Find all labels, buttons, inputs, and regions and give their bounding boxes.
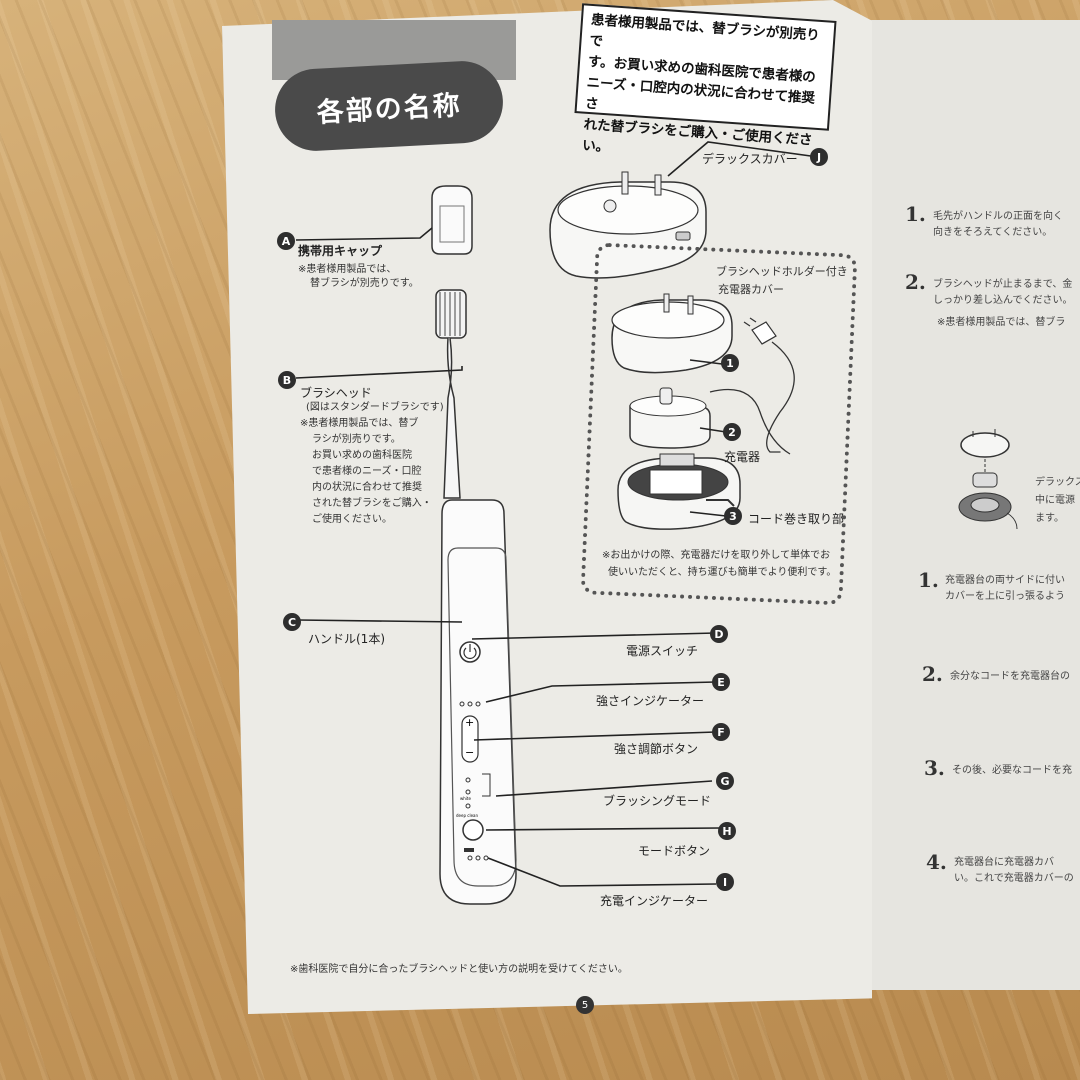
right-page-charger-illustration (958, 429, 1018, 530)
label-mode-button: モードボタン (638, 844, 711, 858)
right-caption-line-3: ます。 (1035, 513, 1064, 524)
footnote: ※歯科医院で自分に合ったブラシヘッドと使い方の説明を受けてください。 (290, 964, 628, 975)
right-bstep-3-line-1: その後、必要なコードを充 (952, 765, 1072, 776)
right-bstep-2-num: 2. (922, 662, 943, 686)
label-brush-head: ブラシヘッド (300, 386, 372, 400)
charger-title-line-2: 充電器カバー (718, 283, 784, 296)
badge-B: B (278, 371, 296, 389)
label-deluxe-cover: デラックスカバー (702, 152, 798, 166)
brush-head-note-8: ご使用ください。 (312, 514, 392, 525)
badge-J: J (810, 148, 828, 166)
badge-G: G (716, 772, 734, 790)
page-number: 5 (576, 996, 594, 1014)
mode-label-deep-clean: deep clean (456, 813, 479, 818)
leader-lines (295, 141, 819, 887)
toothbrush-handle-illustration (439, 499, 517, 905)
plus-icon: + (465, 716, 475, 729)
travel-cap-note-2: 替ブラシが別売りです。 (310, 278, 419, 289)
charger-cover-illustration (611, 293, 733, 374)
charger-badge-1: 1 (721, 354, 739, 372)
brush-head-note-6: 内の状況に合わせて推奨 (312, 482, 422, 493)
right-step-1-line-2: 向きをそろえてください。 (933, 227, 1053, 238)
label-intensity-button: 強さ調節ボタン (614, 742, 699, 756)
right-step-1-num: 1. (905, 202, 926, 226)
left-page (222, 0, 872, 1014)
right-bstep-3-num: 3. (924, 756, 945, 780)
label-power-switch: 電源スイッチ (626, 644, 699, 658)
brush-head-note-7: された替ブラシをご購入・ (312, 498, 432, 509)
label-brushing-mode: ブラッシングモード (603, 794, 712, 808)
travel-cap-illustration (431, 185, 473, 255)
badge-A: A (277, 232, 295, 250)
right-step-2-line-3: ※患者様用製品では、替ブラ (937, 317, 1066, 328)
label-travel-cap: 携帯用キャップ (298, 244, 383, 258)
right-bstep-4-line-1: 充電器台に充電器カバ (954, 857, 1054, 868)
right-bstep-1-num: 1. (918, 568, 939, 592)
charger-illustration (629, 387, 711, 449)
brush-head-note-1: (図はスタンダードブラシです) (306, 402, 444, 413)
badge-I: I (716, 873, 734, 891)
charger-title-line-1: ブラシヘッドホルダー付き (716, 265, 848, 278)
right-caption-line-1: デラックス (1035, 477, 1080, 488)
badge-E: E (712, 673, 730, 691)
deluxe-cover-illustration (549, 171, 707, 279)
travel-cap-note-1: ※患者様用製品では、 (298, 264, 397, 275)
right-step-1-line-1: 毛先がハンドルの正面を向く (933, 211, 1063, 222)
badge-C: C (283, 613, 301, 631)
right-bstep-2-line-1: 余分なコードを充電器台の (950, 671, 1070, 682)
right-step-2-line-2: しっかり差し込んでください。 (933, 295, 1073, 306)
right-step-2-num: 2. (905, 270, 926, 294)
right-bstep-1-line-1: 充電器台の両サイドに付い (945, 575, 1065, 586)
brush-head-note-3: ラシが別売りです。 (312, 434, 401, 445)
right-caption-line-2: 中に電源 (1035, 495, 1075, 506)
right-bstep-4-num: 4. (926, 850, 947, 874)
brush-head-illustration (435, 289, 467, 499)
mode-label-white: white (460, 796, 471, 801)
badge-F: F (712, 723, 730, 741)
charger-label-charger: 充電器 (724, 450, 761, 464)
charger-badge-3: 3 (724, 507, 742, 525)
charger-note-2: 使いいただくと、持ち運びも簡単でより便利です。 (608, 567, 837, 578)
label-handle: ハンドル(1本) (308, 632, 385, 646)
cord-storage-illustration (617, 453, 741, 530)
badge-D: D (710, 625, 728, 643)
label-intensity-indicator: 強さインジケーター (596, 694, 705, 708)
brush-head-note-2: ※患者様用製品では、替ブ (300, 418, 419, 429)
label-charge-indicator: 充電インジケーター (600, 894, 709, 908)
charger-badge-2: 2 (723, 423, 741, 441)
brush-head-note-4: お買い求めの歯科医院 (312, 450, 412, 461)
minus-icon: − (465, 746, 475, 759)
right-bstep-1-line-2: カバーを上に引っ張るよう (945, 591, 1065, 602)
power-plug-illustration (709, 317, 795, 455)
charger-note-1: ※お出かけの際、充電器だけを取り外して単体でお (602, 550, 831, 561)
charger-label-cord-storage: コード巻き取り部 (748, 512, 845, 526)
badge-H: H (718, 822, 736, 840)
right-bstep-4-line-2: い。これで充電器カバーの (954, 873, 1074, 884)
right-step-2-line-1: ブラシヘッドが止まるまで、金 (933, 279, 1073, 290)
brush-head-note-5: で患者様のニーズ・口腔 (312, 466, 422, 477)
